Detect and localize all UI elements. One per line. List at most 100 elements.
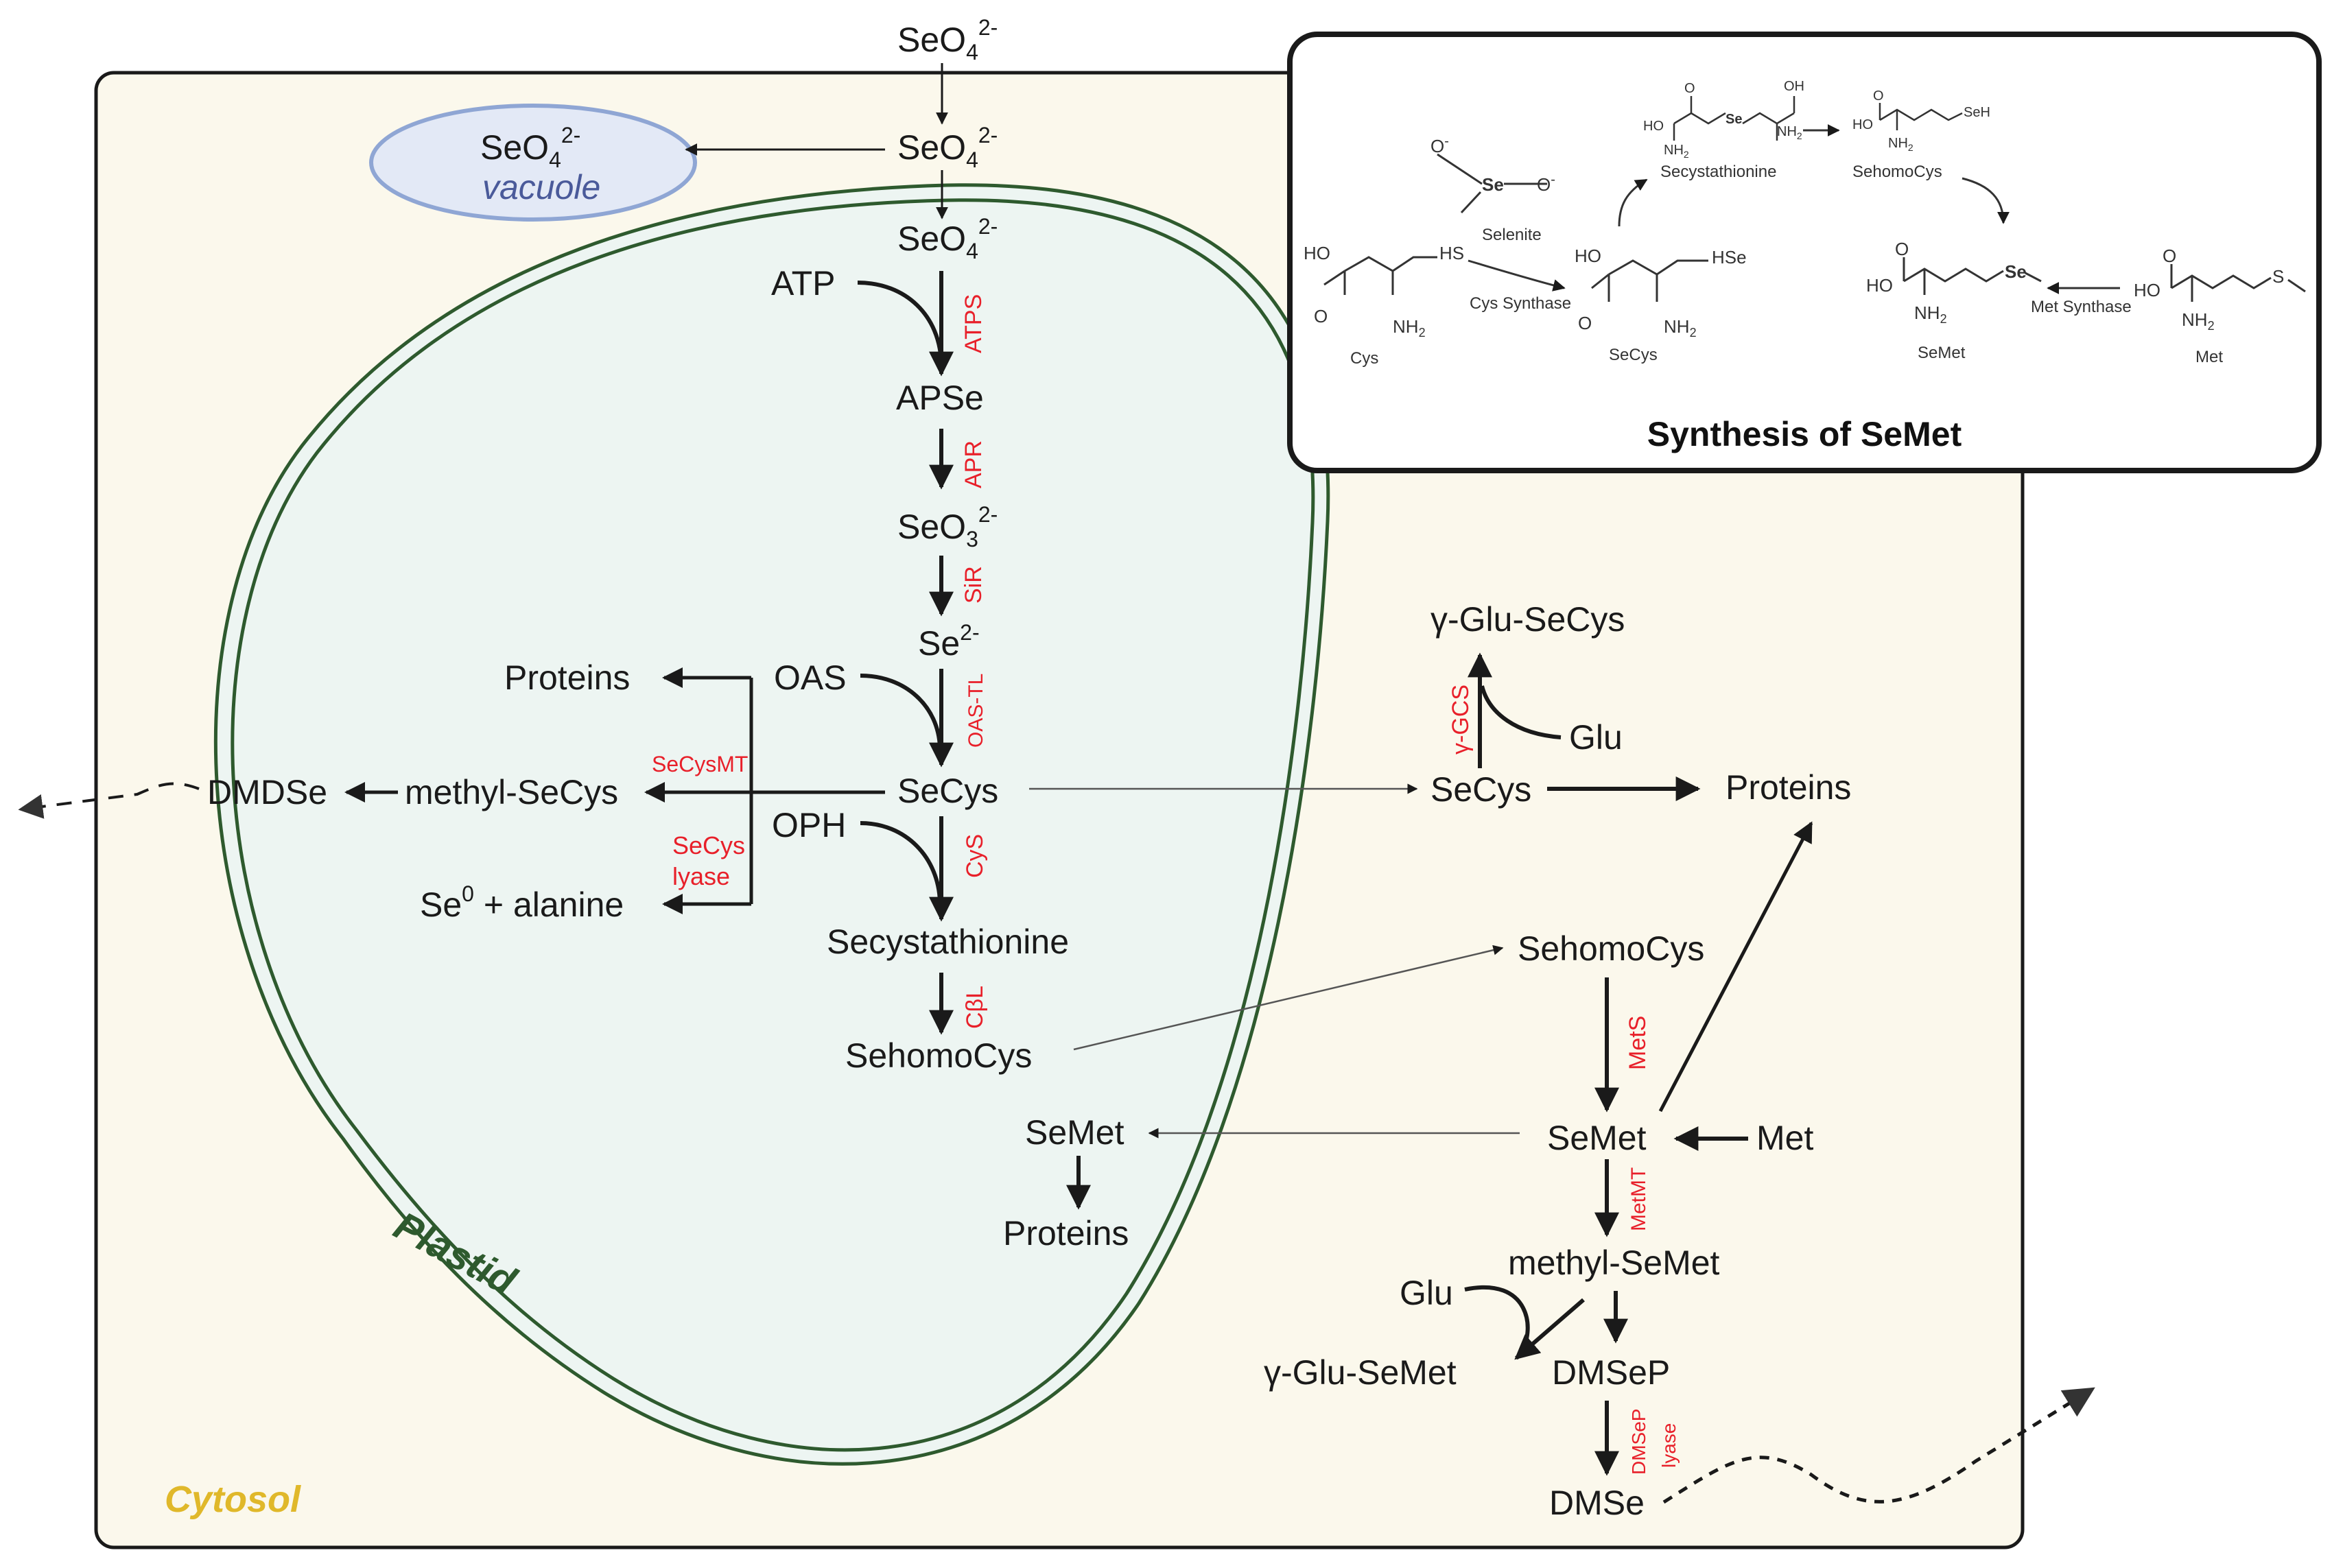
secys-plastid: SeCys [897,772,998,810]
sehomocys-nh2: NH2 [1888,136,1913,153]
dmse-cytosol: DMSe [1549,1484,1645,1522]
enzyme-cys: CyS [962,834,988,878]
structure-semet [1903,257,2042,295]
glu-semet: Glu [1400,1274,1453,1312]
arrow-sehomocys-to-semet-inset [1962,177,2010,224]
methyl-secys: methyl-SeCys [405,773,618,811]
selenite-se: Se [1482,174,1504,195]
structure-secys [1591,259,1708,302]
enzyme-dmsep-lyase-2: lyase [1658,1423,1680,1468]
secys-ho: HO [1575,246,1601,266]
methyl-semet: methyl-SeMet [1508,1244,1720,1282]
semet-nh2: NH2 [1914,302,1947,326]
atp: ATP [771,264,836,302]
dmsep: DMSeP [1552,1353,1670,1392]
secystathionine-se: Se [1726,112,1742,127]
sehomocys-o: O [1873,88,1884,104]
cys-o: O [1314,306,1328,326]
oas: OAS [774,658,847,697]
secystathionine: Secystathionine [827,923,1069,961]
arrow-cys-synthase [1468,259,1566,292]
oph: OPH [772,806,846,844]
enzyme-ggcs: γ-GCS [1448,685,1474,755]
vacuole-label: vacuole [482,168,600,206]
enzyme-atps: ATPS [961,294,987,353]
dmdse: DMDSe [207,773,327,811]
structure-secystathionine [1673,96,1795,141]
seo4-plastid: SeO42- [897,214,998,263]
glu-secys: Glu [1569,718,1623,757]
selenite-name: Selenite [1482,226,1542,244]
semet-se: Se [2005,261,2027,282]
seo4-cytosol: SeO42- [897,123,998,172]
arrow-oph-curve [860,821,942,903]
semet-cytosol: SeMet [1547,1119,1647,1157]
arrow-methyl-semet-to-gglu-semet [1514,1298,1585,1360]
arrow-sehomocys-export [1073,945,1504,1051]
cys-name: Cys [1350,349,1378,368]
secys-nh2: NH2 [1664,316,1697,340]
arrow-dmdse-export [18,782,200,819]
enzyme-secysmt: SeCysMT [652,752,748,776]
met-name: Met [2195,348,2223,366]
arrow-dmse-export [1662,1387,2095,1504]
secys-cytosol: SeCys [1430,770,1531,809]
secystathionine-nh2-right: NH2 [1777,124,1802,141]
met-nh2: NH2 [2182,309,2215,333]
met-ho: HO [2134,280,2160,300]
seo3: SeO32- [897,502,998,551]
secystathionine-name: Secystathionine [1660,163,1776,181]
semet-o: O [1895,239,1909,259]
gglu-secys: γ-Glu-SeCys [1430,600,1625,639]
selenite-o-right: O- [1537,172,1555,195]
sehomocys-plastid: SehomoCys [845,1036,1032,1075]
cys-nh2: NH2 [1393,316,1426,340]
enzyme-oastl: OAS-TL [965,674,987,748]
structure-selenite [1437,153,1547,214]
secystathionine-ho: HO [1643,119,1664,134]
enzyme-secys-lyase-1: SeCys [672,831,745,859]
enzyme-mets: MetS [1625,1016,1651,1070]
proteins-cytosol: Proteins [1726,768,1851,807]
sehomocys-ho: HO [1852,117,1873,132]
secystathionine-nh2-left: NH2 [1664,143,1689,160]
secystathionine-oh: OH [1784,79,1804,94]
arrow-secys-to-secystathionine-inset [1618,178,1648,227]
secys-o: O [1578,313,1592,333]
structure-met [2170,264,2306,302]
vacuole-seo4: SeO42- [480,123,580,172]
apse: APSe [896,379,984,417]
cys-ho: HO [1304,243,1330,263]
secys-name: SeCys [1609,346,1658,364]
enzyme-apr: APR [961,440,987,488]
cys-hs: HS [1439,243,1464,263]
arrow-glu-curve [1480,685,1562,739]
gglu-semet: γ-Glu-SeMet [1264,1353,1457,1392]
se0-alanine: Se0 + alanine [420,881,624,924]
arrow-semet-to-proteins [1658,821,1813,1113]
enzyme-dmsep-lyase-1: DMSeP [1628,1409,1649,1475]
structure-cys [1323,256,1437,295]
sehomocys-cytosol: SehomoCys [1518,929,1704,968]
met-cytosol: Met [1756,1119,1813,1157]
arrow-oas-curve [860,674,942,748]
cytosol-label: Cytosol [165,1479,301,1520]
proteins-semet-plastid: Proteins [1003,1214,1129,1252]
inset-semet-synthesis: Synthesis of SeMet HO O HS NH2 Cys O- Se… [1287,32,2322,473]
semet-name: SeMet [1918,344,1966,362]
semet-plastid: SeMet [1025,1113,1124,1152]
proteins-plastid: Proteins [504,658,630,697]
enzyme-metmt: MetMT [1627,1167,1650,1231]
semet-ho: HO [1866,275,1893,296]
secys-hse: HSe [1712,247,1747,268]
arrow-glu-semet-curve [1464,1285,1530,1356]
structure-sehomocys [1878,103,1963,130]
cys-synthase-label: Cys Synthase [1470,294,1571,313]
sehomocys-name: SehomoCys [1852,163,1942,181]
inset-title: Synthesis of SeMet [1647,415,1962,453]
met-synthase-label: Met Synthase [2031,298,2132,316]
enzyme-sir: SiR [961,566,987,604]
enzyme-cbl: CβL [962,986,988,1029]
vacuole-compartment [369,104,697,222]
